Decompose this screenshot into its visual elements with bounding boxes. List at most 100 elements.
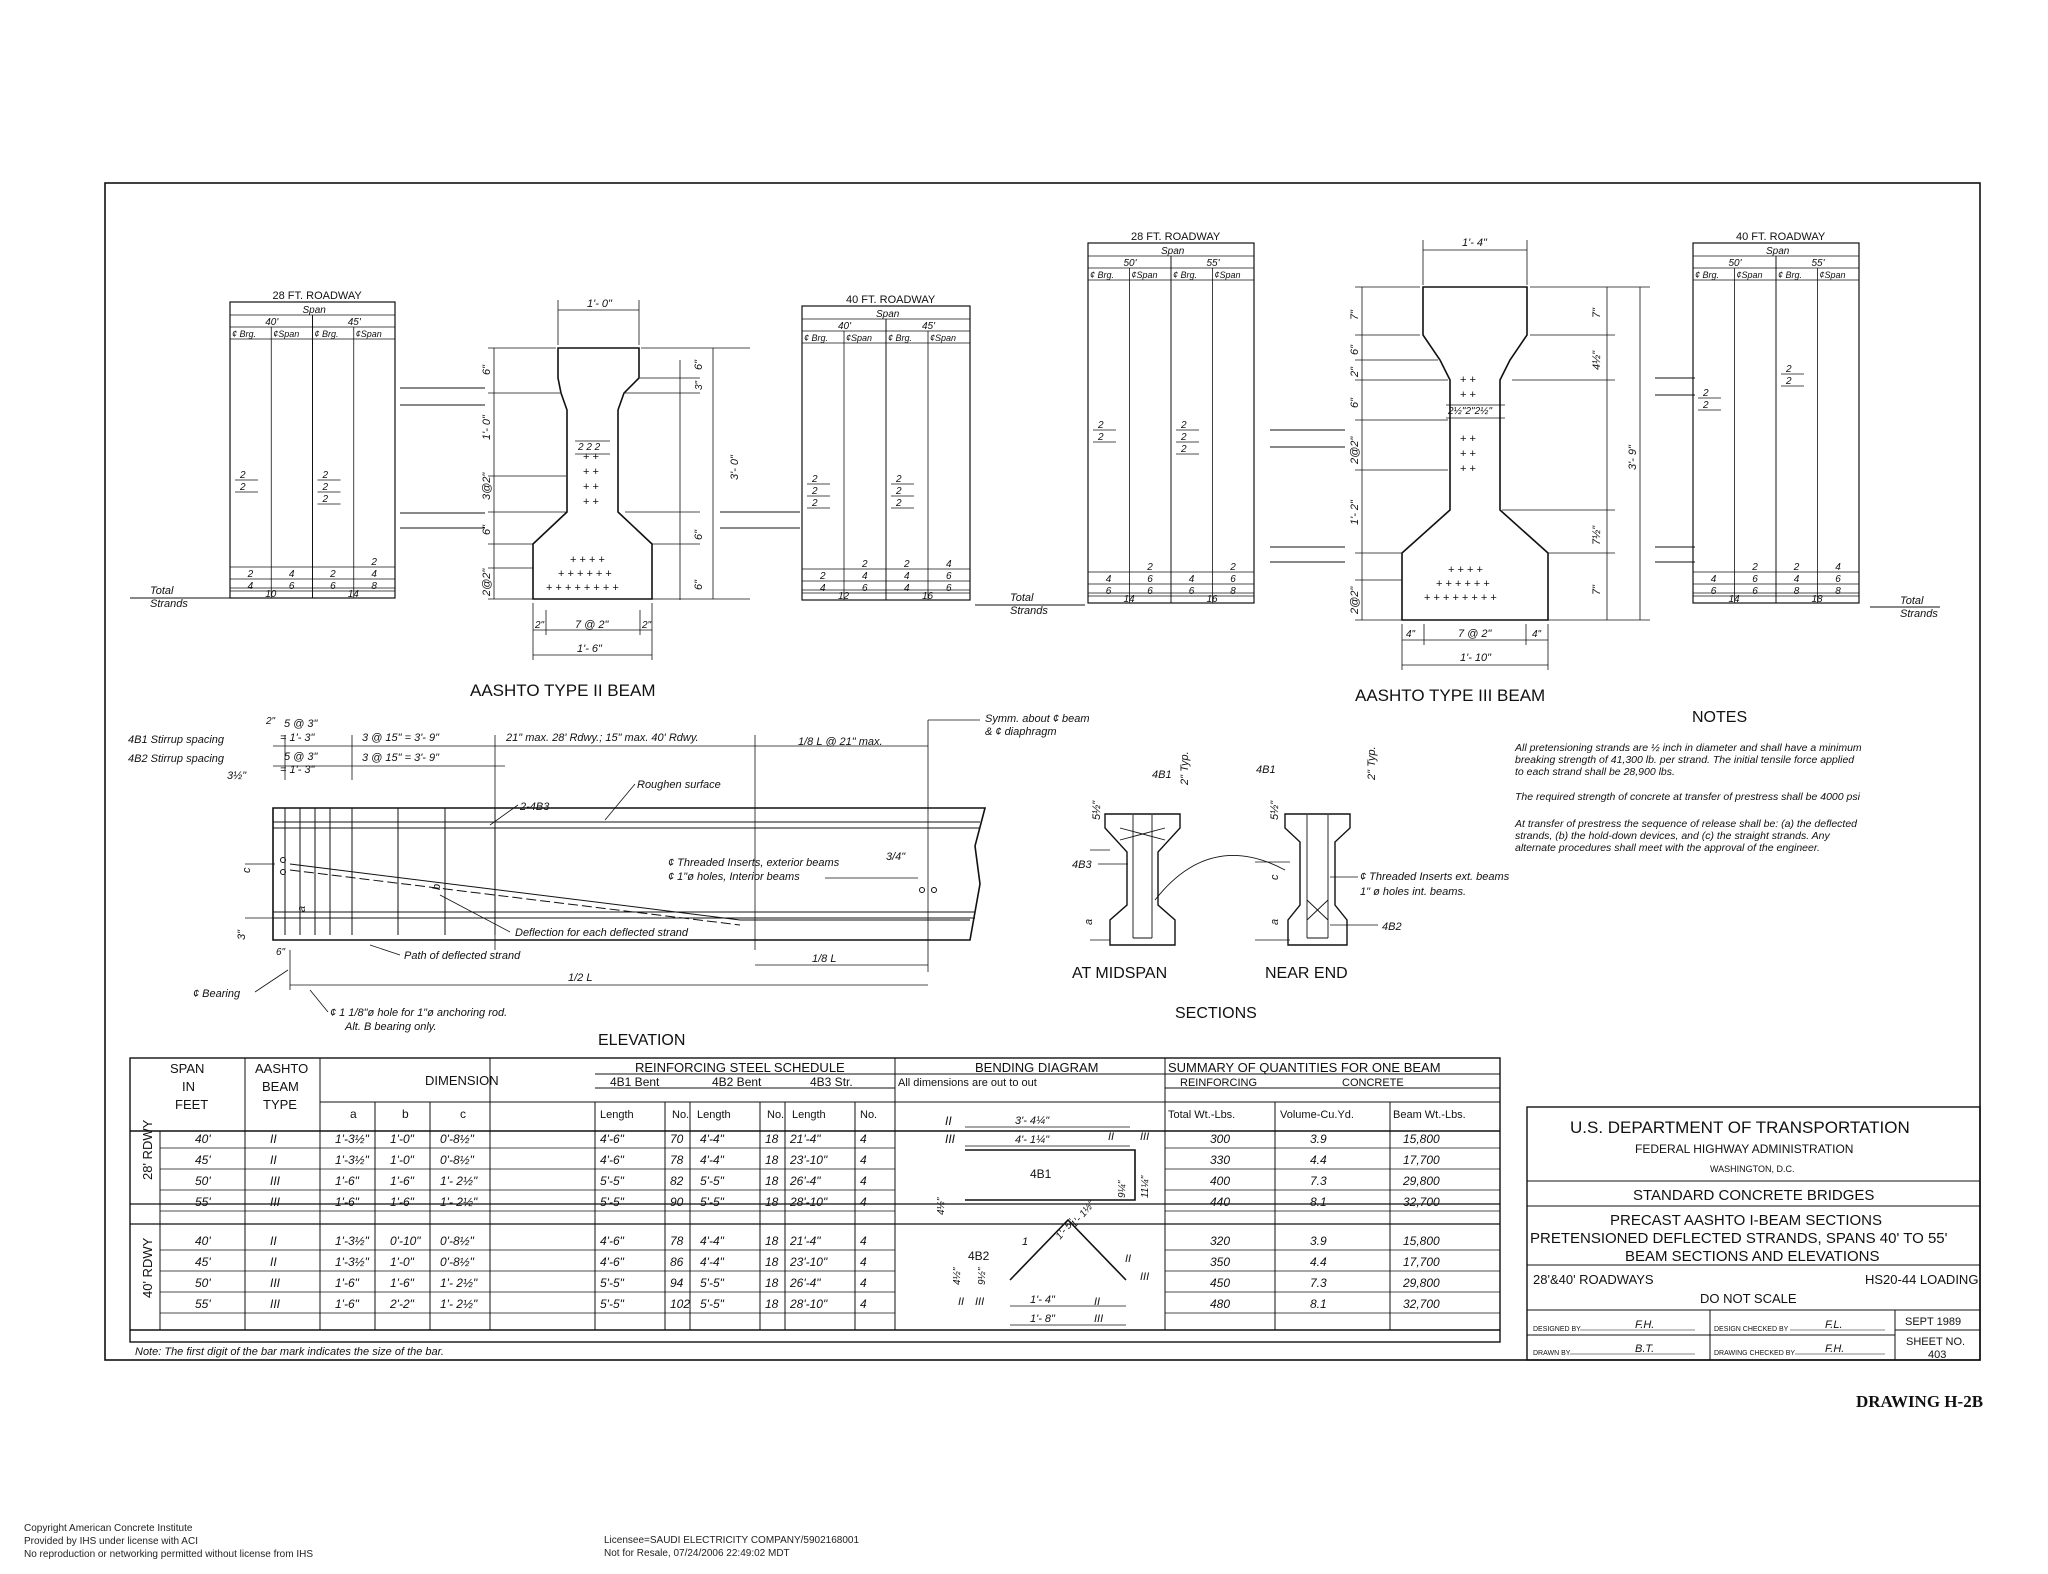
schedule-row-40ft: 4 [860, 1234, 867, 1248]
schedule-row-40ft: 8.1 [1310, 1297, 1327, 1311]
svg-text:3'- 4¼": 3'- 4¼" [1015, 1115, 1050, 1127]
svg-text:7": 7" [1591, 307, 1603, 318]
svg-text:SUMMARY OF QUANTITIES FOR: SUMMARY OF QUANTITIES FOR ONE BEAM [1168, 1060, 1441, 1075]
strand-count: 4 [946, 559, 952, 570]
svg-text:9¼": 9¼" [1116, 1180, 1128, 1198]
svg-text:F.H.: F.H. [1825, 1343, 1844, 1355]
strand-count: 2 [895, 498, 902, 509]
strand-count: 6 [1147, 574, 1153, 585]
schedule-row-28ft: 18 [765, 1153, 779, 1167]
schedule-row-40ft: 1'- 2½" [440, 1276, 478, 1290]
svg-text:3": 3" [694, 380, 705, 390]
schedule-row-40ft: 1'-3½" [335, 1255, 370, 1269]
schedule-row-40ft: 55' [195, 1297, 211, 1311]
svg-text:WASHINGTON, D.C.: WASHINGTON, D.C. [1710, 1164, 1795, 1174]
strands-label-left: Strands [150, 598, 188, 610]
strand-count: 2 [1146, 562, 1153, 573]
svg-text:3/4": 3/4" [886, 851, 906, 863]
schedule-row-28ft: 4'-4" [700, 1153, 725, 1167]
strand-count: 4 [1794, 574, 1800, 585]
svg-text:6": 6" [481, 364, 493, 375]
svg-text:a: a [1083, 919, 1095, 925]
svg-text:III: III [975, 1296, 984, 1308]
svg-text:+ +: + + [583, 466, 599, 478]
schedule-row-28ft: 330 [1210, 1153, 1230, 1167]
schedule-row-40ft: 29,800 [1402, 1276, 1440, 1290]
svg-text:1/8 L @ 21" max.: 1/8 L @ 21" max. [798, 736, 883, 748]
schedule-row-40ft: 5'-5" [700, 1297, 725, 1311]
svg-text:II: II [1094, 1296, 1100, 1308]
schedule-row-28ft: 1'-6" [390, 1174, 415, 1188]
schedule-row-40ft: 0'-8½" [440, 1255, 475, 1269]
svg-text:No.: No. [767, 1109, 784, 1121]
column-header: ¢Span [356, 329, 382, 339]
svg-text:+ +: + + [1460, 374, 1476, 386]
schedule-row-28ft: 1'-0" [390, 1132, 415, 1146]
elevation-title: ELEVATION [598, 1032, 685, 1049]
column-header: ¢Span [846, 333, 872, 343]
strand-count: 2 [1097, 432, 1104, 443]
svg-text:7 @ 2": 7 @ 2" [575, 619, 610, 631]
svg-text:c: c [241, 867, 253, 873]
svg-text:AASHTO: AASHTO [255, 1061, 308, 1076]
total-label-left: Total [150, 585, 174, 597]
svg-text:6": 6" [1349, 344, 1361, 355]
svg-text:BENDING DIAGRAM: BENDING DIAGRAM [975, 1060, 1099, 1075]
svg-text:2": 2" [534, 620, 545, 631]
svg-text:2" Typ.: 2" Typ. [1366, 746, 1378, 781]
svg-text:1'- 8": 1'- 8" [1030, 1313, 1056, 1325]
svg-text:+ +: + + [1460, 463, 1476, 475]
span-length: 40' [265, 317, 279, 328]
strand-count: 2 [811, 498, 818, 509]
schedule-row-28ft: 1'-6" [335, 1195, 360, 1209]
svg-text:2½"2"2½": 2½"2"2½" [1447, 406, 1492, 417]
schedule-row-40ft: 350 [1210, 1255, 1230, 1269]
strand-count: 4 [904, 583, 910, 594]
schedule-row-28ft: 5'-5" [600, 1195, 625, 1209]
svg-text:+ + + + + +: + + + + + + [1436, 578, 1490, 590]
schedule-row-28ft: 4 [860, 1195, 867, 1209]
svg-text:Length: Length [792, 1109, 826, 1121]
svg-text:3@2": 3@2" [481, 472, 493, 500]
schedule-row-40ft: 1'-3½" [335, 1234, 370, 1248]
svg-text:1: 1 [1022, 1236, 1028, 1248]
svg-text:III: III [945, 1132, 956, 1146]
strand-count: 2 [239, 482, 246, 493]
svg-text:STANDARD CONCRETE BRIDGES: STANDARD CONCRETE BRIDGES [1633, 1187, 1874, 1204]
svg-text:All dimensions are out to out: All dimensions are out to out [898, 1077, 1037, 1089]
svg-text:to each strand shall be 28,900: to each strand shall be 28,900 lbs. [1515, 766, 1675, 778]
schedule-row-28ft: 26'-4" [789, 1174, 821, 1188]
svg-text:+ + + + + + + +: + + + + + + + + [546, 582, 619, 594]
span-label: Span [876, 309, 900, 320]
svg-text:DIMENSION: DIMENSION [425, 1073, 499, 1088]
svg-text:Length: Length [600, 1109, 634, 1121]
svg-text:3 @ 15" = 3'- 9": 3 @ 15" = 3'- 9" [362, 732, 440, 744]
svg-text:5 @ 3": 5 @ 3" [284, 718, 319, 730]
schedule-row-40ft: II [270, 1234, 277, 1248]
schedule-row-28ft: 18 [765, 1195, 779, 1209]
schedule-row-28ft: 18 [765, 1174, 779, 1188]
svg-text:Beam Wt.-Lbs.: Beam Wt.-Lbs. [1393, 1109, 1466, 1121]
total-strands: 14 [348, 589, 360, 600]
schedule-row-40ft: 3.9 [1310, 1234, 1327, 1248]
svg-text:= 1'- 3": = 1'- 3" [280, 764, 316, 776]
schedule-row-28ft: 18 [765, 1132, 779, 1146]
schedule-row-40ft: 45' [195, 1255, 211, 1269]
svg-text:¢ Threaded Inserts, exterior b: ¢ Threaded Inserts, exterior beams [668, 857, 840, 869]
schedule-row-40ft: 4'-6" [600, 1255, 625, 1269]
svg-text:Alt. B bearing only.: Alt. B bearing only. [344, 1021, 437, 1033]
strand-count: 6 [330, 581, 336, 592]
svg-text:F.H.: F.H. [1635, 1319, 1654, 1331]
span-length: 45' [922, 321, 936, 332]
type2-title: AASHTO TYPE II BEAM [470, 681, 655, 700]
strand-count: 6 [862, 583, 868, 594]
svg-text:II: II [958, 1296, 964, 1308]
svg-text:6": 6" [481, 524, 493, 535]
svg-text:4B3: 4B3 [1072, 859, 1092, 871]
schedule-row-28ft: 55' [195, 1195, 211, 1209]
column-header: ¢ Brg. [804, 333, 828, 343]
schedule-row-28ft: 1'- 2½" [440, 1174, 478, 1188]
strand-count: 2 [861, 559, 868, 570]
strand-count: 8 [1794, 586, 1800, 597]
